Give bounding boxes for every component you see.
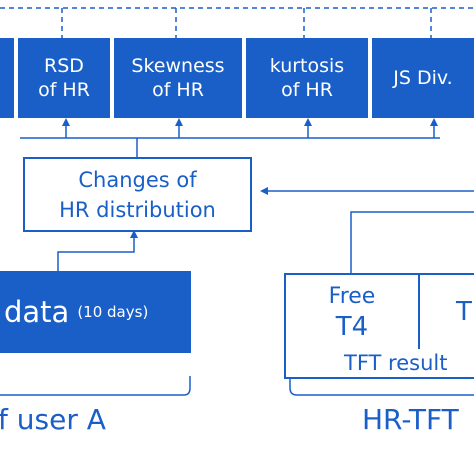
metric-box-partial [0,38,14,118]
dashed-feedback-line [0,7,474,38]
metric-box-skewness: Skewness of HR [114,38,242,118]
t4-label: T4 [335,312,369,342]
changes-label: Changes of HR distribution [59,167,216,222]
data-box: data (10 days) [0,271,191,353]
hr-tft-caption: HR-TFT [362,403,459,436]
free-label: Free [328,284,376,309]
changes-box: Changes of HR distribution [23,157,252,232]
metric-box-jsdiv: JS Div. [372,38,474,118]
tft-right-box: T [418,273,474,351]
metric-box-rsd: RSD of HR [18,38,110,118]
user-bracket [0,376,191,396]
metric-box-kurtosis: kurtosis of HR [246,38,368,118]
t-partial-label: T [456,297,472,327]
tft-bracket [289,376,474,396]
data-label: data [4,295,70,329]
tft-result-box: TFT result [284,349,474,379]
data-to-changes-line [57,230,138,271]
tft-result-label: TFT result [344,351,448,375]
data-sub-label: (10 days) [77,303,149,321]
metric-label: RSD of HR [38,55,90,101]
tft-free-t4-box: Free T4 [284,273,420,351]
metric-label: JS Div. [393,67,453,89]
user-caption: f user A [0,403,106,436]
metric-label: kurtosis of HR [269,55,345,101]
tft-side-line [350,211,474,273]
metric-label: Skewness of HR [131,55,225,101]
